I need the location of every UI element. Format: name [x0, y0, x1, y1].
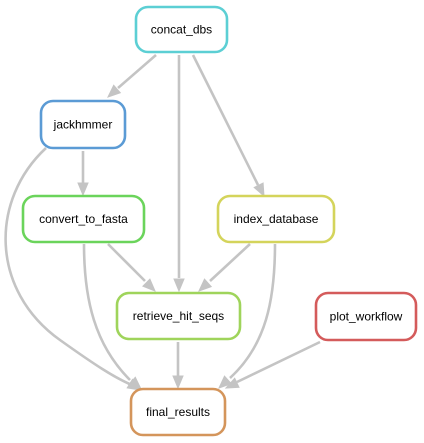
node-retrieve-hit-seqs: retrieve_hit_seqs [115, 291, 242, 341]
arrowhead-icon [77, 182, 89, 197]
nodes-layer: concat_dbs jackhmmer convert_to_fasta index… [21, 5, 418, 437]
node-box [21, 194, 146, 244]
node-box [39, 99, 127, 150]
node-label: retrieve_hit_seqs [133, 309, 224, 323]
arrowhead-icon [253, 182, 265, 198]
edge-concat_dbs-to-jackhmmer [107, 54, 157, 98]
arrowhead-icon [198, 278, 213, 292]
edge-convert_to_fasta-to-retrieve_hit_seqs [107, 243, 156, 292]
node-label: final_results [146, 405, 210, 419]
edge-line [191, 54, 260, 186]
node-label: jackhmmer [53, 118, 113, 132]
node-label: convert_to_fasta [39, 212, 128, 226]
node-box [134, 5, 229, 54]
edge-line [107, 243, 146, 282]
edge-retrieve_hit_seqs-to-final_results [172, 342, 184, 390]
edge-concat_dbs-to-index_database [191, 54, 265, 198]
arrowhead-icon [142, 278, 156, 292]
edge-concat_dbs-to-retrieve_hit_seqs [173, 55, 185, 293]
edge-convert_to_fasta-to-final_results [82, 243, 142, 390]
node-concat-dbs: concat_dbs [134, 5, 229, 54]
edge-line [117, 54, 157, 89]
node-plot-workflow: plot_workflow [314, 291, 418, 342]
node-final-results: final_results [129, 387, 227, 437]
node-box [216, 194, 336, 244]
edge-line [236, 340, 321, 384]
arrowhead-icon [107, 84, 122, 98]
edge-jackhmmer-to-final_results [4, 147, 142, 391]
node-label: concat_dbs [151, 23, 212, 37]
edge-index_database-to-retrieve_hit_seqs [198, 243, 251, 292]
node-index-database: index_database [216, 194, 336, 244]
edge-line [82, 243, 131, 381]
arrowhead-icon [218, 375, 233, 389]
node-jackhmmer: jackhmmer [39, 99, 127, 150]
arrowhead-icon [172, 375, 184, 390]
arrowhead-icon [173, 278, 185, 293]
arrowhead-icon [224, 377, 240, 389]
node-label: plot_workflow [330, 310, 403, 324]
arrowhead-icon [127, 376, 142, 390]
node-box [115, 291, 242, 341]
edge-line [229, 243, 277, 379]
node-convert-to-fasta: convert_to_fasta [21, 194, 146, 244]
edge-jackhmmer-to-convert_to_fasta [77, 151, 89, 197]
edge-plot_workflow-to-final_results [224, 340, 321, 389]
edge-line [209, 243, 251, 282]
node-box [314, 291, 418, 342]
node-label: index_database [234, 212, 319, 226]
edge-line [4, 147, 133, 387]
edges-layer [4, 54, 321, 391]
edge-index_database-to-final_results [218, 243, 277, 389]
node-box [129, 387, 227, 437]
